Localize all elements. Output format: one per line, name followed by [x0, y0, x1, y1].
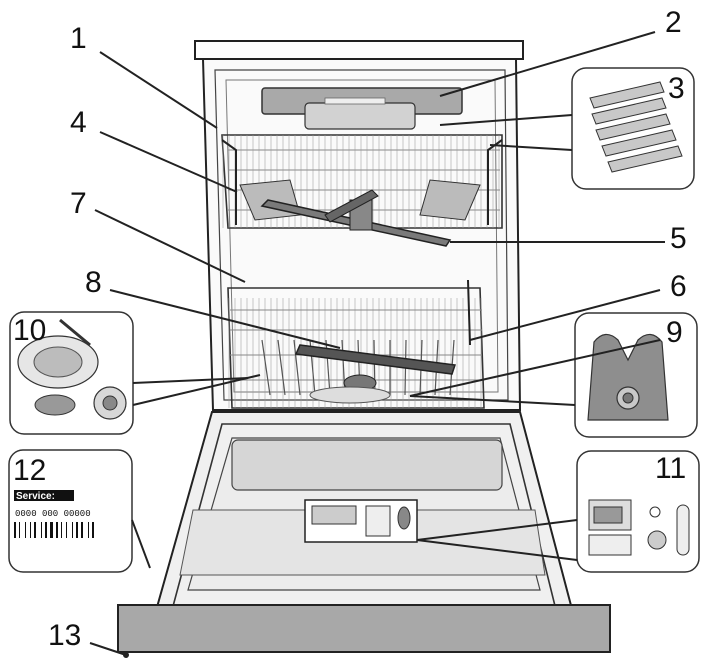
service-barcode: [14, 522, 94, 538]
service-number: 0000 000 00000: [15, 509, 91, 519]
upper-basket: [221, 134, 503, 229]
middle-spray-arm: [260, 189, 452, 247]
barcode-bar: [92, 522, 94, 538]
callout-9: 9: [666, 316, 683, 349]
callout-10: 10: [13, 314, 46, 347]
barcode-bar: [25, 522, 26, 538]
filter-in-tub: [309, 386, 391, 404]
top-spray-arm: [261, 87, 463, 130]
inset-3-cutlery-tray: [571, 67, 695, 190]
inset-11-dispenser-detail: [576, 450, 700, 573]
barcode-bar: [34, 522, 36, 538]
detergent-dispenser: [304, 499, 418, 543]
callout-13: 13: [48, 619, 81, 652]
barcode-bar: [72, 522, 73, 538]
callout-2: 2: [665, 6, 682, 39]
barcode-bar: [76, 522, 78, 538]
inset-9-filter: [574, 312, 698, 438]
barcode-bar: [81, 522, 83, 538]
callout-5: 5: [670, 222, 687, 255]
plinth: [117, 604, 611, 653]
barcode-bar: [19, 522, 20, 538]
barcode-bar: [41, 522, 42, 538]
callout-11: 11: [655, 452, 686, 485]
service-title: Service:: [16, 491, 55, 502]
barcode-bar: [66, 522, 67, 538]
callout-6: 6: [670, 270, 687, 303]
barcode-bar: [88, 522, 89, 538]
barcode-bar: [61, 522, 62, 538]
callout-7: 7: [70, 187, 87, 220]
callout-4: 4: [70, 106, 87, 139]
callout-numbers: 1 2 3 4 5 6 7 8 9 10 11 12 13: [13, 6, 687, 652]
worktop: [194, 40, 524, 60]
inset-12-service-label: Service: 0000 000 00000: [8, 449, 133, 573]
barcode-bar: [14, 522, 16, 538]
barcode-bar: [30, 522, 31, 538]
inset-10-filter-cleaning: [9, 311, 134, 435]
callout-12: 12: [13, 454, 46, 487]
barcode-bar: [45, 522, 47, 538]
callout-1: 1: [70, 22, 87, 55]
barcode-bar: [56, 522, 58, 538]
leader-lines: [89, 31, 665, 658]
callout-8: 8: [85, 266, 102, 299]
callout-3: 3: [668, 72, 685, 105]
barcode-bar: [50, 522, 53, 538]
